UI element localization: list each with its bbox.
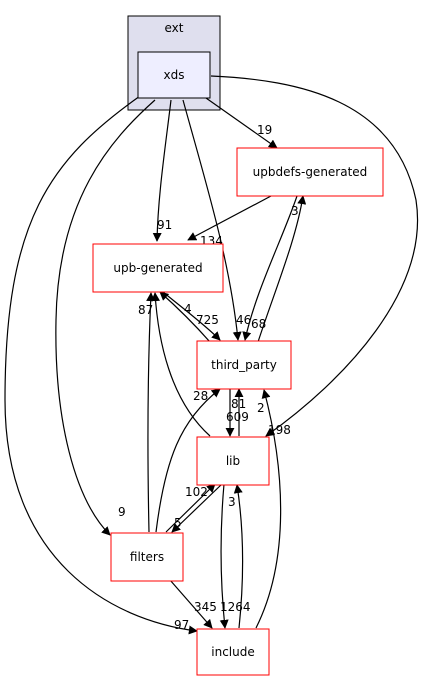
edge-label-lib-third[interactable]: 81	[231, 397, 246, 411]
edge-lib-upb-generated	[151, 292, 211, 437]
edge-label-upbgen-third[interactable]: 725	[196, 313, 219, 327]
node-xds-label: xds	[164, 68, 185, 82]
edge-xds-third-party	[182, 99, 242, 341]
edge-third-party-upbdefs	[257, 195, 307, 343]
edge-label-xds-third[interactable]: 46	[236, 313, 251, 327]
node-lib-box	[196, 436, 270, 486]
edge-xds-upb-generated	[152, 99, 172, 242]
edge-label-third-upbgen[interactable]: 4	[184, 302, 192, 316]
node-third-party-label: third_party	[211, 358, 277, 372]
edge-label-xds-upbdefs[interactable]: 19	[257, 123, 272, 137]
edge-label-filters-include[interactable]: 345	[194, 600, 217, 614]
edge-third-party-upb-generated	[159, 291, 211, 343]
edge-xds-filters	[55, 99, 156, 536]
edge-label-lib-filters[interactable]: 5	[174, 516, 182, 530]
edge-label-upbdefs-third[interactable]: 68	[251, 317, 266, 331]
edge-label-include-lib[interactable]: 3	[228, 495, 236, 509]
edge-xds-include	[4, 95, 198, 635]
node-upbdefs-generated-box	[236, 147, 384, 197]
edge-include-third-party	[255, 389, 282, 629]
node-third-party[interactable]: third_party	[196, 340, 292, 390]
node-include-label: include	[211, 645, 254, 659]
edge-include-lib	[233, 484, 244, 629]
node-filters-label: filters	[130, 550, 164, 564]
edges	[4, 75, 419, 635]
edge-filters-include	[169, 579, 213, 629]
node-include-box	[196, 628, 270, 676]
node-include[interactable]: include	[196, 628, 270, 676]
node-filters[interactable]: filters	[110, 532, 184, 582]
edge-label-xds-filters[interactable]: 9	[118, 505, 126, 519]
cluster-ext-label: ext	[165, 21, 184, 35]
node-upb-generated-label: upb-generated	[113, 261, 202, 275]
edge-upbdefs-upb-generated	[187, 195, 272, 241]
edge-label-lib-upbgen[interactable]: 87	[138, 303, 153, 317]
node-lib-label: lib	[226, 454, 240, 468]
edge-label-include-third[interactable]: 2	[257, 401, 265, 415]
edge-label-xds-lib[interactable]: 198	[268, 423, 291, 437]
edge-xds-upbdefs-generated	[205, 97, 278, 149]
node-upb-generated[interactable]: upb-generated	[92, 243, 224, 293]
edge-label-xds-upbgen[interactable]: 91	[157, 218, 172, 232]
edge-label-lib-include[interactable]: 1264	[220, 600, 251, 614]
edge-filters-upb-generated	[146, 292, 156, 533]
edge-upbdefs-third-party	[242, 195, 298, 341]
node-upbdefs-generated-label: upbdefs-generated	[253, 165, 368, 179]
node-upb-generated-box	[92, 243, 224, 293]
node-filters-box	[110, 532, 184, 582]
edge-label-filters-third[interactable]: 28	[193, 389, 208, 403]
edge-xds-lib	[210, 75, 419, 437]
node-third-party-box	[196, 340, 292, 390]
edge-label-third-upbdefs[interactable]: 3	[291, 204, 299, 218]
edge-lib-include	[219, 483, 229, 629]
node-upbdefs-generated[interactable]: upbdefs-generated	[236, 147, 384, 197]
edge-label-filters-lib[interactable]: 102	[185, 485, 208, 499]
node-lib[interactable]: lib	[196, 436, 270, 486]
node-xds[interactable]: xds	[137, 51, 211, 99]
node-xds-box	[137, 51, 211, 99]
edge-upb-generated-third-party	[162, 291, 221, 341]
edge-label-third-lib[interactable]: 609	[226, 410, 249, 424]
edge-lib-filters	[171, 483, 223, 533]
edge-label-xds-include[interactable]: 97	[174, 618, 189, 632]
edge-filters-third-party	[155, 388, 221, 533]
